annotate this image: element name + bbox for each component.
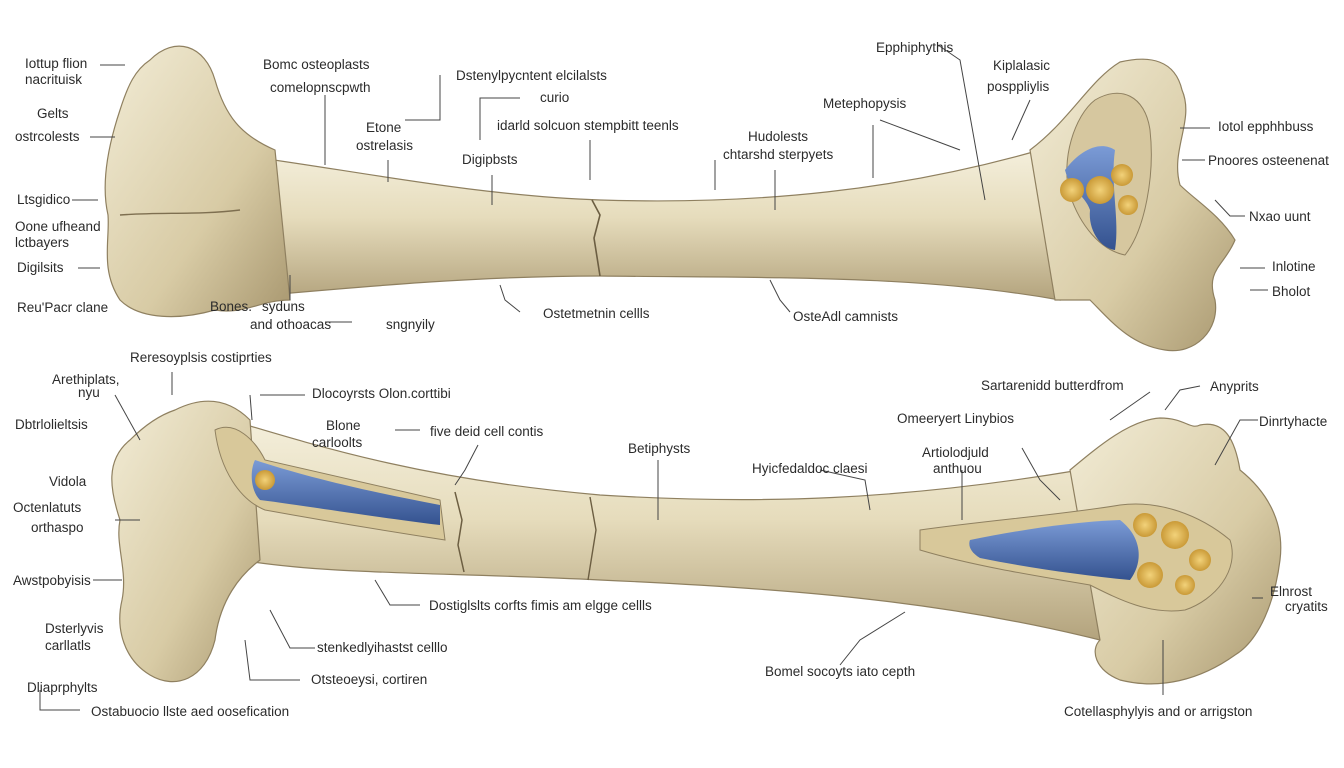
- top-proximal-head: [104, 45, 291, 318]
- label-b11: Dliaprphylts: [27, 680, 98, 695]
- label-b02: Arethiplats,: [52, 372, 120, 387]
- bottom-spongy-left: [255, 470, 275, 490]
- label-b07: orthaspo: [31, 520, 84, 535]
- label-t09: Reu'Pacr clane: [17, 300, 109, 315]
- label-b26: cryatits: [1285, 599, 1328, 614]
- top-bone: [104, 45, 1236, 352]
- label-t08: Digilsits: [17, 260, 64, 275]
- label-t24: Iotol epphhbuss: [1218, 119, 1314, 134]
- label-b20: anthuou: [933, 461, 982, 476]
- bottom-marrow-right: [969, 520, 1139, 580]
- label-b29: Otsteoeysi, cortiren: [311, 672, 428, 687]
- label-t28: Bholot: [1272, 284, 1311, 299]
- label-t25: Pnoores osteenenat: [1208, 153, 1329, 168]
- label-b13: Dlocoyrsts Olon.corttibi: [312, 386, 451, 401]
- label-b18: Hyicfedaldoc claesi: [752, 461, 868, 476]
- label-t05: Ltsgidico: [17, 192, 71, 207]
- label-t04: ostrcolests: [15, 129, 80, 144]
- label-t14: Etone: [366, 120, 402, 135]
- label-t30: syduns: [262, 299, 305, 314]
- label-b03: nyu: [78, 385, 100, 400]
- label-b01: Reresoyplsis costiprties: [130, 350, 272, 365]
- label-t12: Dstenylpycntent elcilalsts: [456, 68, 607, 83]
- label-b08: Awstpobyisis: [13, 573, 91, 588]
- bottom-fracture-2: [587, 496, 597, 581]
- label-t01: Iottup flion: [25, 56, 88, 71]
- label-t07: lctbayers: [15, 235, 70, 250]
- top-spongy-1: [1060, 178, 1084, 202]
- bottom-spongy-2: [1161, 521, 1189, 549]
- top-head-crack: [119, 209, 241, 216]
- label-t32: sngnyily: [386, 317, 435, 332]
- label-t11: comelopnscpwth: [270, 80, 371, 95]
- label-t19: chtarshd sterpyets: [723, 147, 834, 162]
- label-t29: Bones.: [210, 299, 253, 314]
- label-b21: Omeeryert Linybios: [897, 411, 1015, 426]
- label-b23: Anyprits: [1210, 379, 1259, 394]
- label-t18: Hudolests: [748, 129, 809, 144]
- label-t34: OsteAdl camnists: [793, 309, 899, 324]
- label-b09: Dsterlyvis: [45, 621, 104, 636]
- label-t23: posppliylis: [987, 79, 1050, 94]
- bottom-spongy-3: [1189, 549, 1211, 571]
- label-b31: Cotellasphylyis and or arrigston: [1064, 704, 1253, 719]
- label-b06: Octenlatuts: [13, 500, 82, 515]
- label-t33: Ostetmetnin cellls: [543, 306, 650, 321]
- label-t06: Oone ufheand: [15, 219, 101, 234]
- bottom-spongy-5: [1175, 575, 1195, 595]
- top-fracture: [591, 199, 601, 277]
- label-b25: Elnrost: [1270, 584, 1313, 599]
- bottom-spongy-4: [1137, 562, 1163, 588]
- bottom-bone: [111, 400, 1282, 685]
- label-t27: Inlotine: [1272, 259, 1316, 274]
- label-b05: Vidola: [49, 474, 87, 489]
- label-b28: stenkedlyihastst celllo: [317, 640, 448, 655]
- label-t21: Metephopysis: [823, 96, 907, 111]
- label-b10: carllatls: [45, 638, 91, 653]
- leader-lines: [39, 44, 1268, 711]
- top-spongy-4: [1118, 195, 1138, 215]
- bottom-proximal-head: [111, 400, 261, 683]
- bottom-spongy-1: [1133, 513, 1157, 537]
- label-t22: Kiplalasic: [993, 58, 1051, 73]
- top-spongy-2: [1086, 176, 1114, 204]
- label-b04: Dbtrlolieltsis: [15, 417, 88, 432]
- label-t02: nacrituisk: [25, 72, 83, 87]
- label-t13: curio: [540, 90, 570, 105]
- label-b17: Betiphysts: [628, 441, 691, 456]
- label-b30: Bomel socoyts iato cepth: [765, 664, 916, 679]
- label-t31: and othoacas: [250, 317, 332, 332]
- label-b12: Ostabuocio llste aed oosefication: [91, 704, 290, 719]
- label-b14: Blone: [326, 418, 361, 433]
- label-b24: Dinrtyhacte: [1259, 414, 1328, 429]
- label-t10: Bomc osteoplasts: [263, 57, 370, 72]
- label-t16: idarld solcuon stempbitt teenls: [497, 118, 679, 133]
- label-b16: five deid cell contis: [430, 424, 544, 439]
- label-t03: Gelts: [37, 106, 69, 121]
- label-t26: Nxao uunt: [1249, 209, 1311, 224]
- label-b15: carloolts: [312, 435, 363, 450]
- bottom-fracture-1: [454, 491, 465, 573]
- bottom-marrow-left: [251, 460, 440, 525]
- top-spongy-3: [1111, 164, 1133, 186]
- label-b27: Dostiglslts corfts fimis am elgge cellls: [429, 598, 652, 613]
- label-b19: Artiolodjuld: [922, 445, 989, 460]
- label-t20: Epphiphythis: [876, 40, 954, 55]
- label-b22: Sartarenidd butterdfrom: [981, 378, 1124, 393]
- label-t15: ostrelasis: [356, 138, 414, 153]
- top-bone-shaft: [199, 149, 1061, 301]
- label-t17: Digipbsts: [462, 152, 518, 167]
